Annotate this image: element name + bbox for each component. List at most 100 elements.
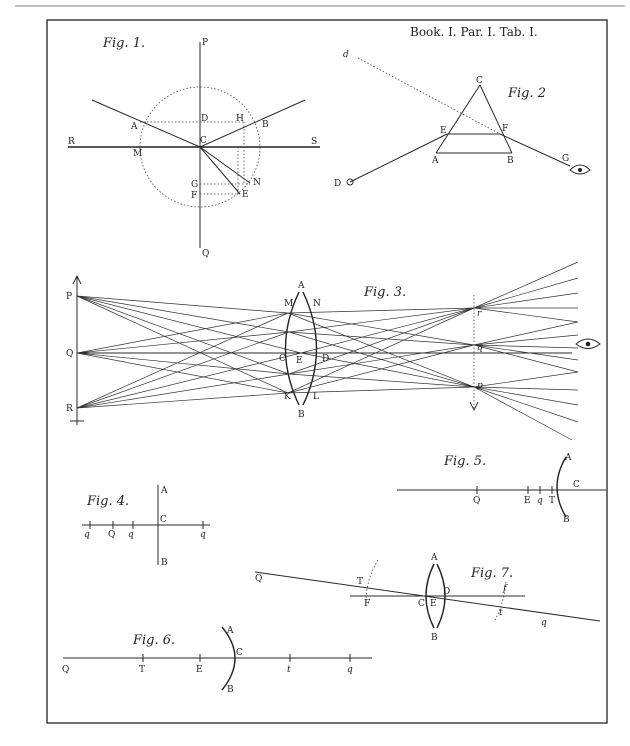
fig3-image-arrowhead xyxy=(469,401,479,412)
fig5-title: Fig. 5. xyxy=(443,454,486,469)
figure-1: Fig. 1. P Q R S A B C D H M N G F E xyxy=(68,36,320,259)
fig7-label-d: D xyxy=(443,587,450,597)
fig1-reflected-ray xyxy=(199,99,306,148)
fig5-label-a: A xyxy=(564,453,572,463)
fig2-label-a: A xyxy=(431,156,439,166)
fig1-label-s: S xyxy=(311,137,317,147)
fig3-label-a: A xyxy=(297,281,305,291)
fig2-title: Fig. 2 xyxy=(507,86,546,101)
fig5-label-c: C xyxy=(573,480,580,490)
figure-7: Fig. 7. Q T F C E D A B f t q xyxy=(254,553,601,643)
figure-6: Fig. 6. Q T E C A B t q xyxy=(62,626,372,695)
fig1-refracted-ray-e xyxy=(199,146,241,195)
fig4-label-q1: q xyxy=(84,530,90,540)
fig1-dotted-circle xyxy=(139,86,261,208)
fig7-label-a: A xyxy=(430,553,438,563)
fig3-label-q-image: q xyxy=(477,343,483,353)
fig1-label-e: E xyxy=(242,190,249,200)
fig1-label-r: R xyxy=(68,137,75,147)
fig1-label-m: M xyxy=(133,149,142,159)
fig2-object-point xyxy=(346,178,354,186)
fig2-label-f: F xyxy=(502,124,508,134)
fig5-label-qi: q xyxy=(537,496,543,506)
fig2-prism-right xyxy=(479,84,513,154)
figure-2: Fig. 2 d C E F A B D G xyxy=(334,50,591,189)
fig3-label-c: C xyxy=(279,354,286,364)
fig7-lens-right-arc xyxy=(436,563,446,629)
fig7-lens-left-arc xyxy=(425,563,435,629)
fig3-label-r: R xyxy=(66,404,73,414)
fig4-label-b: B xyxy=(161,558,168,568)
fig1-label-a: A xyxy=(130,122,138,132)
fig2-label-d-image: d xyxy=(343,50,349,60)
fig1-label-n: N xyxy=(253,178,261,188)
fig3-object-arrowhead xyxy=(72,274,82,285)
fig4-label-q: Q xyxy=(108,530,115,540)
fig3-diverging-rays-q xyxy=(473,321,579,373)
fig3-label-m: M xyxy=(284,299,293,309)
fig5-label-t: T xyxy=(549,496,555,506)
fig1-label-b: B xyxy=(262,120,269,130)
fig6-title: Fig. 6. xyxy=(132,633,175,648)
fig4-title: Fig. 4. xyxy=(86,494,129,509)
fig2-prism-left xyxy=(435,84,481,154)
fig3-rays-from-r xyxy=(76,307,475,409)
fig1-label-c: C xyxy=(200,136,207,146)
fig1-label-h: H xyxy=(236,114,244,124)
fig7-title: Fig. 7. xyxy=(470,566,513,581)
fig3-label-l: L xyxy=(313,392,319,402)
fig4-label-q3: q xyxy=(200,530,206,540)
fig6-label-qi: q xyxy=(347,665,353,675)
fig2-label-g: G xyxy=(562,154,569,164)
fig7-label-c: C xyxy=(418,599,425,609)
fig2-label-c: C xyxy=(476,76,483,86)
header-caption: Book. I. Par. I. Tab. I. xyxy=(410,25,538,39)
fig3-rays-from-p xyxy=(76,295,475,394)
fig3-title: Fig. 3. xyxy=(363,285,406,300)
fig1-title: Fig. 1. xyxy=(102,36,145,51)
fig1-label-d: D xyxy=(201,114,208,124)
fig6-label-t: T xyxy=(139,665,145,675)
plate-border xyxy=(46,19,608,724)
fig6-mirror-arc xyxy=(221,626,236,691)
fig3-label-b: B xyxy=(298,410,305,420)
fig3-label-q: Q xyxy=(66,349,73,359)
fig2-label-b: B xyxy=(507,156,514,166)
fig5-label-q: Q xyxy=(473,496,480,506)
fig7-label-e: E xyxy=(430,599,437,609)
fig2-ray-de xyxy=(349,133,448,183)
figure-4: Fig. 4. A C B q Q q q xyxy=(82,485,210,568)
fig3-label-r-image: r xyxy=(477,309,482,319)
fig4-label-c: C xyxy=(160,515,167,525)
fig7-label-ti: t xyxy=(499,608,503,618)
fig3-eye-icon xyxy=(575,338,601,349)
fig3-label-p: P xyxy=(66,292,72,302)
fig4-label-q2: q xyxy=(128,530,134,540)
fig7-label-t: T xyxy=(357,577,363,587)
figure-5: Fig. 5. A C B Q E q T xyxy=(397,453,606,525)
fig4-label-a: A xyxy=(160,486,168,496)
fig1-incident-ray xyxy=(91,99,201,148)
fig1-label-f: F xyxy=(191,191,197,201)
fig7-label-q: Q xyxy=(255,574,262,584)
fig6-label-b: B xyxy=(227,685,234,695)
fig5-label-b: B xyxy=(563,515,570,525)
fig1-refracted-ray-n xyxy=(199,146,251,184)
fig6-label-ti: t xyxy=(287,665,291,675)
fig7-label-b: B xyxy=(431,633,438,643)
fig6-label-q: Q xyxy=(62,665,69,675)
fig3-label-n: N xyxy=(313,299,321,309)
fig6-label-a: A xyxy=(226,626,234,636)
fig7-label-qi: q xyxy=(541,618,547,628)
fig3-rays-from-q xyxy=(76,312,475,394)
fig1-label-g: G xyxy=(191,180,198,190)
fig7-arc-t xyxy=(365,559,379,603)
fig2-label-e: E xyxy=(440,126,447,136)
fig2-label-d: D xyxy=(334,179,341,189)
fig6-label-e: E xyxy=(196,665,203,675)
fig1-label-q: Q xyxy=(202,249,209,259)
fig3-label-k: K xyxy=(284,392,291,402)
fig5-label-e: E xyxy=(524,496,531,506)
fig2-ray-fg xyxy=(499,133,571,167)
fig3-diverging-rays-p xyxy=(473,371,579,441)
